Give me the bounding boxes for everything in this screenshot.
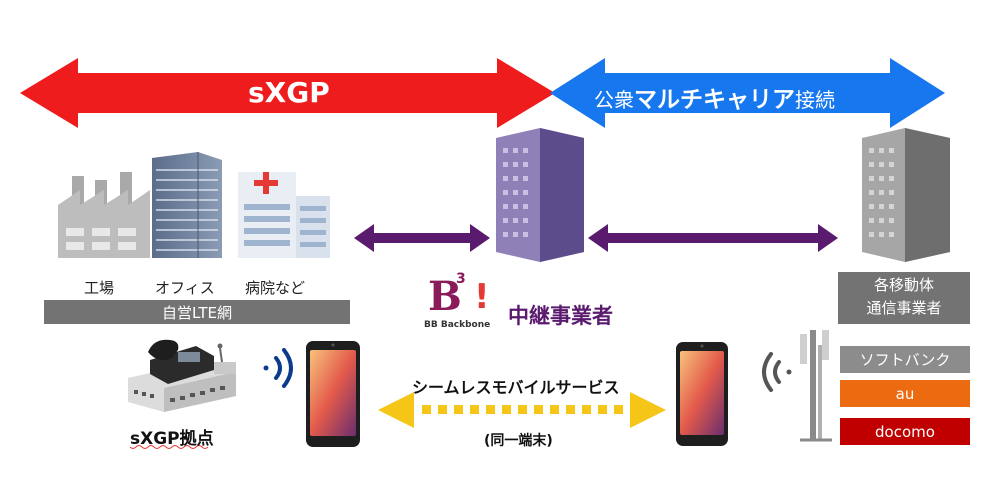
private-lte-bar [44,300,350,324]
carrier-au: au [840,380,970,407]
left-signal-waves-icon [263,348,293,388]
logo-exclaim: ! [474,277,490,317]
logo-superscript: 3 [456,271,466,287]
same-terminal-label: (同一端末) [484,433,553,449]
carrier-docomo: docomo [840,418,970,445]
right-signal-waves-icon [762,352,792,392]
multicarrier-arrow-label: 公衆マルチキャリア接続 [594,80,835,114]
bb-backbone-logo: B 3 ! BB Backbone [424,271,504,333]
factory-icon [58,172,150,258]
sxgp-arrow-label: sXGP [248,76,330,109]
multicarrier-label-suffix: 接続 [795,88,835,112]
sxgp-station-label: sXGP拠点 [130,429,214,449]
carrier-label-line1: 各移動体 [873,276,934,294]
private-lte-label: 自営LTE網 [162,303,232,322]
carrier-softbank: ソフトバンク [840,346,970,373]
logo-letter: B [428,273,462,320]
seamless-service-label: シームレスモバイルサービス [412,378,620,397]
left-link-arrow [354,224,490,252]
hospital-icon [238,172,330,258]
seamless-service-arrow [378,392,666,428]
multicarrier-range-arrow [550,58,945,128]
right-link-arrow [588,224,838,252]
office-label: オフィス [155,279,215,297]
cell-tower-icon [800,330,832,442]
carrier-building-icon [862,128,950,262]
multicarrier-label-prefix: 公衆 [594,88,634,112]
factory-label: 工場 [84,279,115,297]
logo-subtitle: BB Backbone [424,320,491,330]
left-smartphone-icon [306,341,360,447]
station-label-underline [129,445,209,449]
relay-building-icon [496,128,584,262]
relay-operator-label: 中継事業者 [508,304,613,328]
carrier-label-line2: 通信事業者 [866,299,942,317]
right-smartphone-icon [676,342,728,446]
carrier-label-text: 各移動体 通信事業者 [838,274,970,320]
ip-phone-equipment-icon [128,339,236,412]
carrier-label-box [838,272,970,324]
multicarrier-label-bold: マルチキャリア [634,87,795,113]
hospital-label: 病院など [245,279,306,297]
sxgp-range-arrow [20,58,555,128]
office-building-icon [152,152,222,258]
